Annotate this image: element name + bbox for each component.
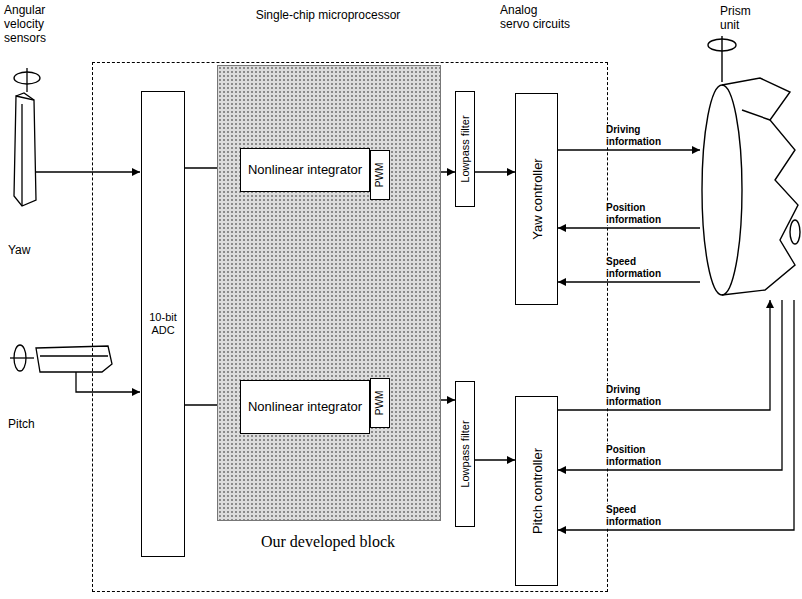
signal-arrow xyxy=(558,227,700,228)
microprocessor-region: Single-chip microprocessorNonlinear inte… xyxy=(217,65,441,521)
prism-unit: Prism unit xyxy=(700,72,798,300)
signal-arrow xyxy=(475,459,515,460)
integrator-box: Nonlinear integrator xyxy=(240,380,370,434)
yaw-controller-box: Yaw controller xyxy=(515,93,558,305)
signal-arrow xyxy=(558,149,700,150)
rotated-label: Pitch controller xyxy=(530,448,543,534)
signal-arrow xyxy=(475,171,515,172)
pwm-box: PWM xyxy=(370,150,390,200)
rotated-label: Lowpass filter xyxy=(460,115,471,182)
box-label: Nonlinear integrator xyxy=(248,162,362,178)
signal-label: Position information xyxy=(604,444,680,467)
region-heading: Single-chip microprocessor xyxy=(228,8,428,22)
rotated-label: PWM xyxy=(375,391,385,415)
signal-arrow xyxy=(558,300,782,470)
lowpass-filter-box: Lowpass filter xyxy=(455,91,475,207)
adc-box: 10-bit ADC xyxy=(141,91,185,557)
sensor-label: Yaw xyxy=(8,244,48,258)
developed-block: Our developed block 10-bit ADC Single-chip… xyxy=(92,62,608,592)
lowpass-filter-box: Lowpass filter xyxy=(455,381,475,527)
rotated-label: Lowpass filter xyxy=(460,420,471,487)
pitch-sensor xyxy=(10,345,112,372)
signal-label: Driving information xyxy=(604,384,680,407)
sensor-label: Pitch xyxy=(8,418,48,432)
signal-label: Speed information xyxy=(604,504,680,527)
rotated-label: Yaw controller xyxy=(530,158,543,239)
pwm-box: PWM xyxy=(370,378,390,428)
box-label: Nonlinear integrator xyxy=(248,399,362,415)
signal-label: Speed information xyxy=(604,256,680,279)
yaw-sensor xyxy=(14,68,40,206)
prism-heading: Prism unit xyxy=(720,4,770,33)
sensor-wires xyxy=(36,172,140,392)
signal-label: Driving information xyxy=(604,124,680,147)
integrator-box: Nonlinear integrator xyxy=(240,148,370,192)
block-title: Our developed block xyxy=(203,533,453,551)
column-heading: Analog servo circuits xyxy=(500,4,570,32)
box-label: 10-bit ADC xyxy=(145,311,181,337)
signal-arrow xyxy=(558,300,794,530)
signal-arrow xyxy=(558,281,700,282)
rotated-label: PWM xyxy=(375,163,385,187)
pitch-controller-box: Pitch controller xyxy=(515,396,558,586)
column-heading: Angular velocity sensors xyxy=(4,4,84,45)
signal-label: Position information xyxy=(604,202,680,225)
signal-arrow xyxy=(558,300,770,410)
prism-illustration xyxy=(702,36,800,295)
